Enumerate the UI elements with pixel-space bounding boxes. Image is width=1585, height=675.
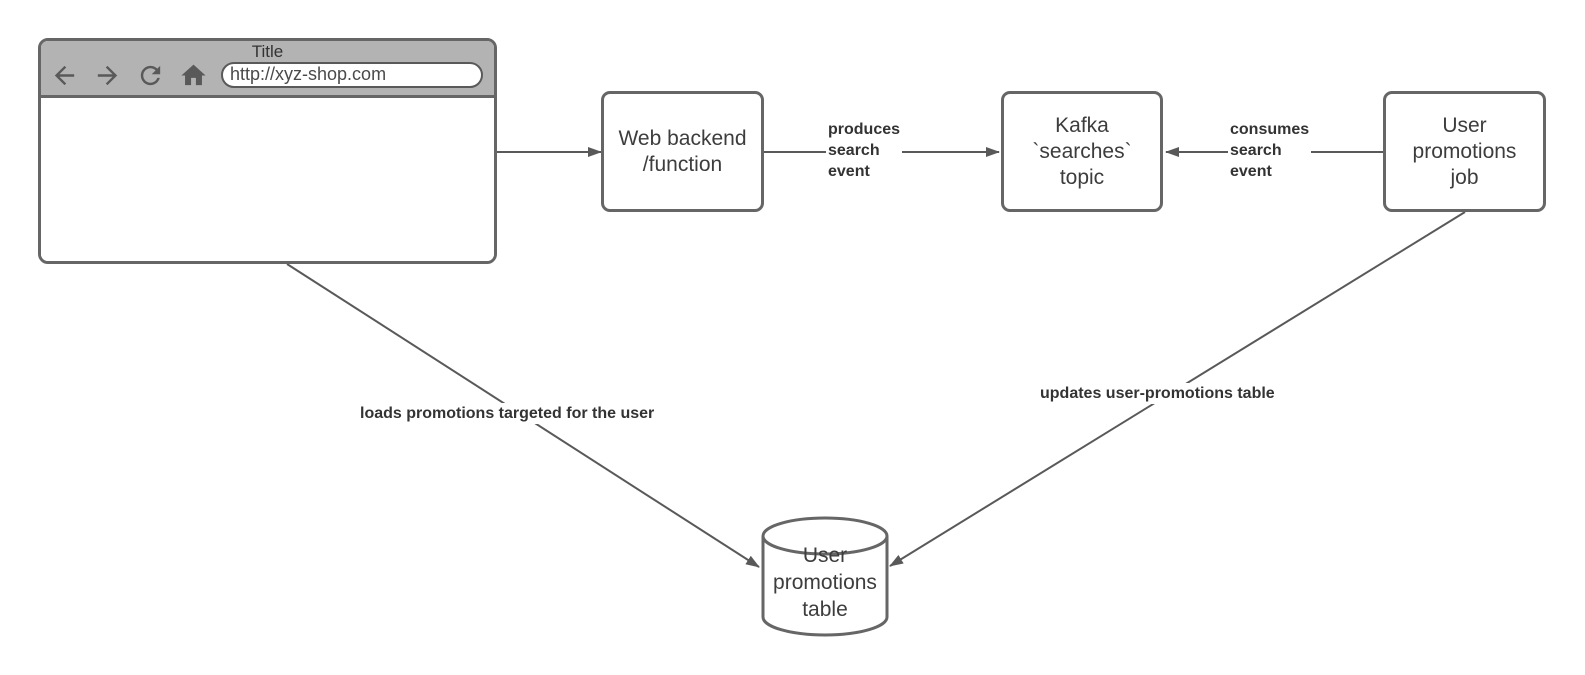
node-user-promotions-table: User promotions table: [763, 542, 887, 623]
node-kafka-topic: Kafka `searches` topic: [1001, 91, 1163, 212]
node-label-line: table: [802, 598, 848, 621]
node-label-line: User: [1442, 113, 1487, 137]
node-label-line: Web backend: [618, 126, 747, 150]
edge-label-line: event: [828, 163, 870, 180]
browser-viewport: [41, 98, 494, 261]
browser-toolbar: Title http://xyz-shop.com: [41, 41, 494, 98]
node-user-promotions-job: User promotions job: [1383, 91, 1546, 212]
node-label-line: `searches`: [1032, 139, 1132, 163]
node-label-line: job: [1450, 165, 1479, 189]
browser-controls: http://xyz-shop.com: [49, 61, 483, 89]
node-label-line: User: [802, 544, 848, 567]
edge-label-line: consumes: [1230, 121, 1310, 138]
node-label-line: promotions: [773, 571, 877, 594]
back-arrow-icon[interactable]: [49, 61, 79, 89]
url-bar[interactable]: http://xyz-shop.com: [221, 62, 483, 88]
node-label-line: topic: [1059, 165, 1105, 189]
edge-label-loads: loads promotions targeted for the user: [358, 403, 657, 424]
refresh-icon[interactable]: [135, 61, 165, 89]
browser-window: Title http://xyz-shop.com: [38, 38, 497, 264]
edge-label-line: search: [828, 142, 880, 159]
edge-label-line: produces: [828, 121, 901, 138]
node-label-line: Kafka: [1055, 113, 1109, 137]
edge-label-line: search: [1230, 142, 1282, 159]
edge-label-consumes: consumes search event: [1228, 119, 1312, 182]
edge-label-line: event: [1230, 163, 1272, 180]
edge-label-updates: updates user-promotions table: [1038, 383, 1277, 404]
forward-arrow-icon[interactable]: [92, 61, 122, 89]
node-label-line: promotions: [1412, 139, 1517, 163]
database-cylinder: [761, 516, 889, 637]
node-label-line: /function: [642, 152, 723, 176]
node-web-backend: Web backend /function: [601, 91, 764, 212]
browser-title: Title: [251, 42, 284, 61]
url-text: http://xyz-shop.com: [230, 64, 387, 84]
edge-label-produces: produces search event: [826, 119, 903, 182]
home-icon[interactable]: [178, 61, 208, 89]
